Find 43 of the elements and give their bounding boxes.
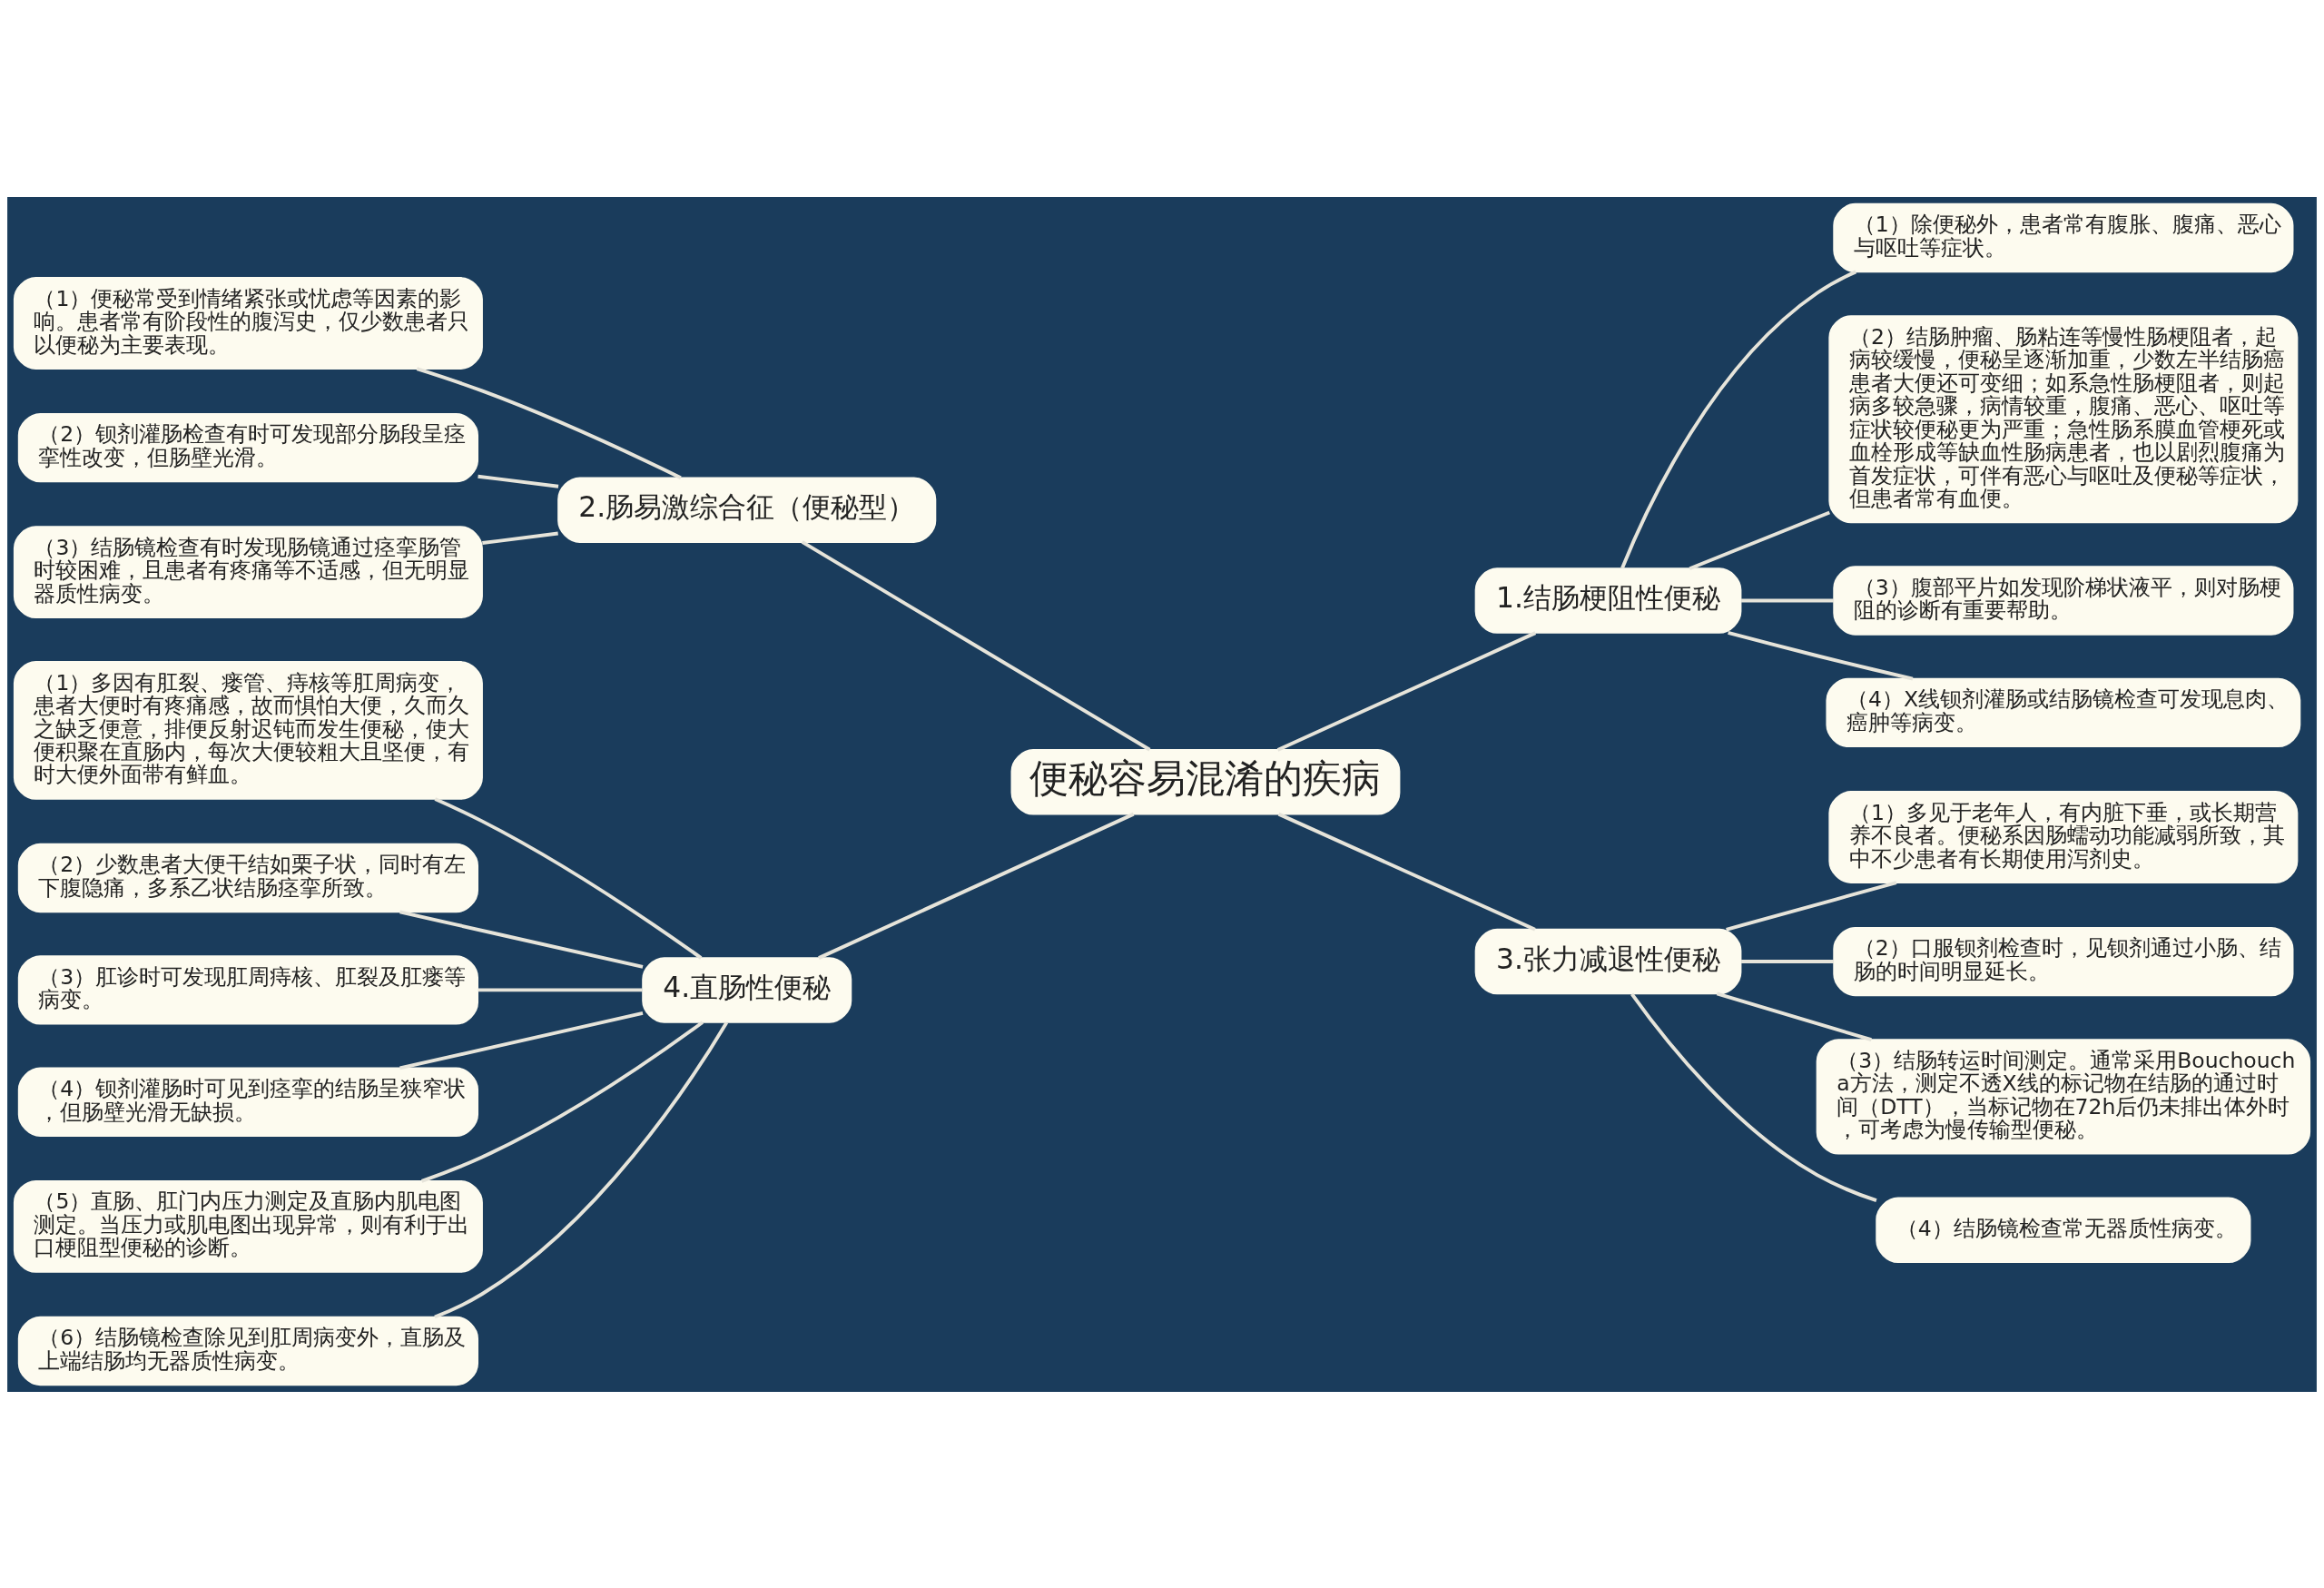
node-box: （3）结肠转运时间测定。通常采用Bouchoucha方法，测定不透X线的标记物在结肠的通过时间（DTT），当标记物在72h后仍未排出体外时，可考虑为慢传输型便秘。 — [1816, 1038, 2311, 1155]
connector — [1741, 959, 1835, 963]
connector — [416, 366, 682, 479]
connector — [1620, 270, 1857, 568]
node-box: （3）结肠镜检查有时发现肠镜通过痉挛肠管时较困难，且患者有疼痛等不适感，但无明显器质性病变。 — [13, 525, 483, 618]
node-box: 1.结肠梗阻性便秘 — [1474, 567, 1742, 634]
node-box: 3.张力减退性便秘 — [1474, 928, 1742, 994]
connector — [818, 812, 1135, 960]
connector — [1728, 630, 1914, 681]
connector — [399, 909, 644, 969]
connector — [1277, 812, 1536, 931]
node-box: （2）少数患者大便干结如栗子状，同时有左下腹隐痛，多系乙状结肠痉挛所致。 — [17, 843, 478, 912]
connector — [1716, 991, 1872, 1041]
connector — [801, 539, 1151, 751]
node-box: （3）肛诊时可发现肛周痔核、肛裂及肛瘘等病变。 — [17, 954, 478, 1025]
connector — [1741, 598, 1835, 602]
connector — [399, 1011, 644, 1070]
node-box: （2）口服钡剂检查时，见钡剂通过小肠、结肠的时间明显延长。 — [1833, 926, 2294, 996]
connector — [1630, 992, 1877, 1202]
node-box: （6）结肠镜检查除见到肛周病变外，直肠及上端结肠均无器质性病变。 — [17, 1316, 478, 1386]
node-box: （2）钡剂灌肠检查有时可发现部分肠段呈痉挛性改变，但肠壁光滑。 — [17, 412, 478, 482]
connector — [434, 796, 703, 960]
node-box: （4）X线钡剂灌肠或结肠镜检查可发现息肉、癌肿等病变。 — [1826, 677, 2301, 747]
connector — [1276, 630, 1537, 752]
connector — [434, 1021, 729, 1318]
connector — [478, 987, 643, 991]
node-box: （5）直肠、肛门内压力测定及直肠内肌电图测定。当压力或肌电图出现异常，则有利于出口梗阻型便秘的诊断。 — [13, 1179, 483, 1273]
node-box: （2）结肠肿瘤、肠粘连等慢性肠梗阻者，起病较缓慢，便秘呈逐渐加重，少数左半结肠癌患者大便还可变细；如系急性肠梗阻者，则起病多较急骤，病情较重，腹痛、恶心、呕吐等症状较便秘更为严重；急性肠系膜血管梗死或血栓形成等缺血性肠病患者，也以剧烈腹痛为首发症状，可伴有恶心与呕吐及便秘等症状，但患者常有血便。 — [1828, 314, 2299, 523]
connector — [1726, 880, 1897, 932]
node-box: （1）便秘常受到情绪紧张或忧虑等因素的影响。患者常有阶段性的腹泻史，仅少数患者只以便秘为主要表现。 — [13, 276, 483, 370]
connector — [478, 474, 559, 488]
node-box: 便秘容易混淆的疾病 — [1010, 748, 1401, 814]
connector — [482, 531, 558, 545]
node-box: （3）腹部平片如发现阶梯状液平，则对肠梗阻的诊断有重要帮助。 — [1833, 565, 2294, 636]
node-box: （1）多见于老年人，有内脏下垂，或长期营养不良者。便秘系因肠蠕动功能减弱所致，其中不少患者有长期使用泻剂史。 — [1828, 790, 2299, 883]
node-box: （1）除便秘外，患者常有腹胀、腹痛、恶心与呕吐等症状。 — [1833, 202, 2294, 272]
node-box: 2.肠易激综合征（便秘型） — [557, 476, 937, 543]
node-box: （4）结肠镜检查常无器质性病变。 — [1876, 1197, 2251, 1263]
node-box: （1）多因有肛裂、瘘管、痔核等肛周病变，患者大便时有疼痛感，故而惧怕大便，久而久之缺乏便意，排便反射迟钝而发生便秘，使大便积聚在直肠内，每次大便较粗大且坚便，有时大便外面带有鲜血。 — [13, 660, 483, 800]
connector — [1689, 510, 1831, 570]
connector — [420, 1020, 704, 1183]
node-box: （4）钡剂灌肠时可见到痉挛的结肠呈狭窄状，但肠壁光滑无缺损。 — [17, 1067, 478, 1137]
node-box: 4.直肠性便秘 — [642, 956, 852, 1023]
